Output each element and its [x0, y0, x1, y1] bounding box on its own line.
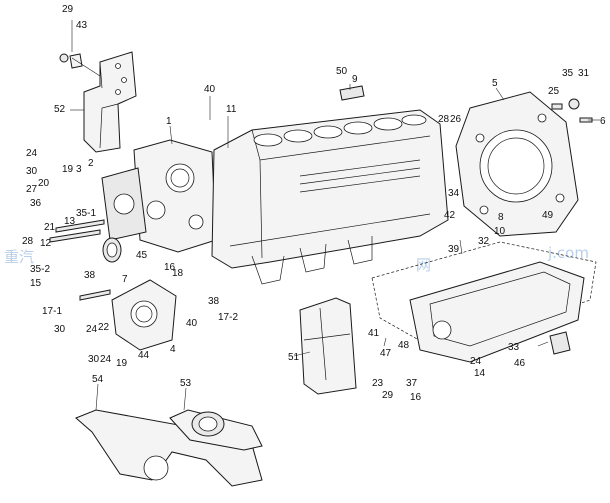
callout-30b: 30	[54, 324, 66, 335]
callout-31: 31	[578, 68, 590, 79]
callout-44: 44	[138, 350, 150, 361]
flywheel-housing-5	[455, 91, 579, 237]
callout-8: 8	[498, 212, 504, 223]
plugs-35-31-25	[551, 98, 593, 123]
callout-24d: 24	[470, 356, 482, 367]
callout-9: 9	[352, 74, 358, 85]
gasket-3	[101, 167, 147, 241]
callout-37: 37	[406, 378, 418, 389]
watermark: 重汽 网 j.com	[4, 244, 589, 274]
callout-25: 25	[548, 86, 560, 97]
watermark-site-text: j.com	[547, 244, 589, 262]
callout-51: 51	[288, 352, 300, 363]
callout-42: 42	[444, 210, 456, 221]
callout-28b: 28	[438, 114, 450, 125]
callout-16a: 16	[164, 262, 176, 273]
callout-22: 22	[98, 322, 110, 333]
front-cover-4	[111, 279, 177, 351]
bolts-12-21	[49, 219, 111, 301]
callout-38a: 38	[84, 270, 96, 281]
callout-35-2: 35-2	[30, 264, 50, 275]
callout-17-1: 17-1	[42, 306, 62, 317]
seal-ring-7	[102, 237, 122, 263]
callout-30c: 30	[88, 354, 100, 365]
callout-53: 53	[180, 378, 192, 389]
callout-12: 12	[40, 238, 52, 249]
callout-23: 23	[372, 378, 384, 389]
callout-6: 6	[600, 116, 606, 127]
callout-46: 46	[514, 358, 526, 369]
callout-21: 21	[44, 222, 56, 233]
engine-block-11	[211, 109, 449, 285]
callout-32: 32	[478, 236, 490, 247]
callout-20: 20	[38, 178, 50, 189]
callout-17-2: 17-2	[218, 312, 238, 323]
callout-52: 52	[54, 104, 66, 115]
callout-2: 2	[88, 158, 94, 169]
callout-11: 11	[226, 104, 237, 115]
callout-40: 40	[204, 84, 216, 95]
bolt-29-43	[59, 53, 83, 69]
callout-18: 18	[172, 268, 184, 279]
callout-15: 15	[30, 278, 42, 289]
callout-29: 29	[62, 4, 74, 15]
callout-43: 43	[76, 20, 88, 31]
callout-36: 36	[30, 198, 42, 209]
callout-50: 50	[336, 66, 348, 77]
callout-3: 3	[76, 164, 82, 175]
callout-labels: 29 43 52 40 11 1 24 19 3 2 30 20 27 36 2…	[22, 4, 606, 403]
callout-26: 26	[450, 114, 462, 125]
callout-41: 41	[368, 328, 380, 339]
callout-27: 27	[26, 184, 38, 195]
bearing-housing-53	[169, 409, 263, 451]
callout-24b: 24	[86, 324, 98, 335]
callout-33: 33	[508, 342, 520, 353]
callout-54: 54	[92, 374, 104, 385]
callout-45: 45	[136, 250, 148, 261]
callout-47: 47	[380, 348, 392, 359]
oil-pan-gasket-48	[371, 241, 597, 353]
front-housing-1	[133, 139, 217, 253]
callout-16b: 16	[410, 392, 422, 403]
callout-39: 39	[448, 244, 460, 255]
oil-pan	[409, 261, 585, 363]
callout-35-1: 35-1	[76, 208, 96, 219]
callout-13: 13	[64, 216, 76, 227]
callout-34: 34	[448, 188, 460, 199]
bracket-52	[83, 51, 137, 153]
leader-lines	[70, 20, 600, 411]
watermark-left-text: 重汽	[4, 248, 34, 266]
callout-38b: 38	[208, 296, 220, 307]
callout-29b: 29	[382, 390, 394, 401]
support-51	[299, 297, 357, 395]
callout-14: 14	[474, 368, 486, 379]
callout-19b: 19	[116, 358, 128, 369]
callout-24: 24	[26, 148, 38, 159]
callout-30: 30	[26, 166, 38, 177]
callout-49: 49	[542, 210, 554, 221]
callout-28: 28	[22, 236, 34, 247]
callout-24c: 24	[100, 354, 112, 365]
callout-19: 19	[62, 164, 74, 175]
callout-10: 10	[494, 226, 506, 237]
callout-40b: 40	[186, 318, 198, 329]
callout-1: 1	[166, 116, 172, 127]
watermark-right-text: 网	[416, 256, 431, 274]
callout-7: 7	[122, 274, 128, 285]
callout-35: 35	[562, 68, 574, 79]
callout-4: 4	[170, 344, 176, 355]
callout-5: 5	[492, 78, 498, 89]
callout-48: 48	[398, 340, 410, 351]
cover-plate-9	[339, 85, 365, 101]
